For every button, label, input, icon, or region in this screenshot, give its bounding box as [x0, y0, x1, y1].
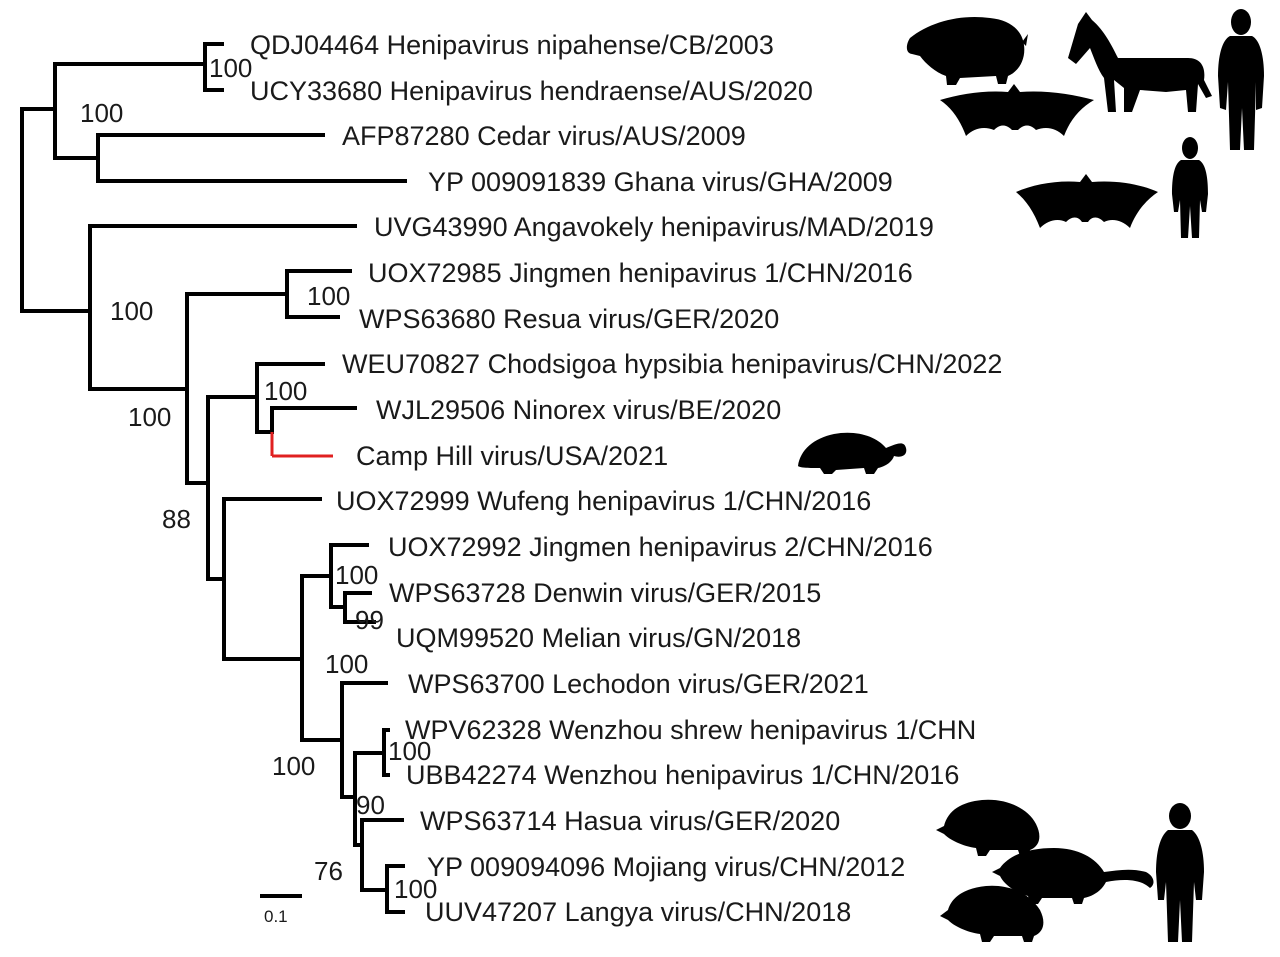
branch-lower-clade: [300, 574, 344, 742]
branch-camp-hill: [270, 432, 333, 458]
support-value: 100: [325, 649, 368, 679]
fruit-bat-silhouette-icon: [1016, 174, 1158, 228]
support-values: 100 100 100 100 100 100 88 100 99 100 10…: [80, 53, 437, 904]
taxon-label-wenzhou: UBB42274 Wenzhou henipavirus 1/CHN/2016: [406, 760, 959, 790]
scale-bar-label: 0.1: [264, 907, 288, 926]
branch-lechodon-group: [340, 681, 388, 799]
taxon-label-nipah: QDJ04464 Henipavirus nipahense/CB/2003: [250, 30, 774, 60]
fruit-bat-silhouette-icon: [940, 84, 1094, 136]
shrew-silhouette-icon: [936, 799, 1040, 856]
branch-cedar-ghana: [53, 133, 407, 183]
branch-main-clade: [88, 224, 357, 391]
taxon-label-lechodon: WPS63700 Lechodon virus/GER/2021: [408, 669, 869, 699]
branch-clade-88-parent: [185, 292, 289, 485]
branch-chodsigoa-group: [255, 362, 325, 434]
branch-wenzhou-parent: [340, 751, 386, 847]
support-value: 76: [314, 856, 343, 886]
support-value: 99: [355, 605, 384, 635]
support-value: 90: [356, 790, 385, 820]
support-value: 100: [307, 281, 350, 311]
horse-silhouette-icon: [1068, 12, 1212, 112]
branch-wufeng-group: [222, 497, 322, 661]
taxon-label-denwin: WPS63728 Denwin virus/GER/2015: [389, 578, 821, 608]
branch-jingmen2-group: [329, 543, 369, 609]
taxon-label-jingmen1: UOX72985 Jingmen henipavirus 1/CHN/2016: [368, 258, 913, 288]
support-value: 100: [394, 874, 437, 904]
support-value: 100: [388, 736, 431, 766]
taxon-label-melian: UQM99520 Melian virus/GN/2018: [396, 623, 801, 653]
support-value: 100: [209, 53, 252, 83]
host-silhouettes: [798, 9, 1264, 942]
taxon-label-angavokely: UVG43990 Angavokely henipavirus/MAD/2019: [374, 212, 934, 242]
support-value: 100: [272, 751, 315, 781]
taxon-label-ghana: YP 009091839 Ghana virus/GHA/2009: [428, 167, 893, 197]
taxon-label-hasua: WPS63714 Hasua virus/GER/2020: [420, 806, 840, 836]
branch-nipah-hendra: [203, 42, 224, 92]
shrew-silhouette-icon: [940, 885, 1044, 942]
taxon-label-hendra: UCY33680 Henipavirus hendraense/AUS/2020: [250, 76, 813, 106]
branch-hasua-group: [353, 818, 404, 892]
boar-silhouette-icon: [906, 16, 1028, 85]
support-value: 88: [162, 504, 191, 534]
human-silhouette-icon: [1156, 803, 1204, 942]
taxon-label-wufeng: UOX72999 Wufeng henipavirus 1/CHN/2016: [336, 486, 871, 516]
tree-branches: [20, 42, 407, 914]
branch-mojiang-langya: [385, 864, 405, 914]
taxon-label-jingmen2: UOX72992 Jingmen henipavirus 2/CHN/2016: [388, 532, 933, 562]
taxon-label-cedar: AFP87280 Cedar virus/AUS/2009: [342, 121, 746, 151]
branch-root-top: [20, 107, 57, 313]
taxon-label-ninorex: WJL29506 Ninorex virus/BE/2020: [376, 395, 781, 425]
taxon-label-mojiang: YP 009094096 Mojiang virus/CHN/2012: [427, 852, 905, 882]
branch-ninorex: [270, 406, 357, 434]
taxon-label-resua: WPS63680 Resua virus/GER/2020: [359, 304, 779, 334]
taxon-label-wenzhou-shrew: WPV62328 Wenzhou shrew henipavirus 1/CHN: [405, 715, 976, 745]
branch-clade-88: [206, 395, 259, 581]
support-value: 100: [264, 376, 307, 406]
rat-silhouette-icon: [992, 848, 1154, 904]
taxon-labels: QDJ04464 Henipavirus nipahense/CB/2003 U…: [250, 30, 1002, 927]
support-value: 100: [110, 296, 153, 326]
taxon-label-langya: UUV47207 Langya virus/CHN/2018: [425, 897, 851, 927]
shrew-silhouette-icon: [798, 432, 907, 474]
human-silhouette-icon: [1218, 9, 1264, 150]
taxon-label-camp-hill: Camp Hill virus/USA/2021: [356, 441, 668, 471]
support-value: 100: [80, 98, 123, 128]
branch-root: [20, 205, 92, 313]
taxon-label-chodsigoa: WEU70827 Chodsigoa hypsibia henipavirus/…: [342, 349, 1002, 379]
human-silhouette-icon: [1172, 137, 1208, 238]
branch-jingmen1-resua: [285, 269, 352, 319]
branch-denwin-melian: [343, 591, 376, 624]
support-value: 100: [335, 560, 378, 590]
branch-wenzhou-pair: [382, 728, 390, 777]
support-value: 100: [128, 402, 171, 432]
